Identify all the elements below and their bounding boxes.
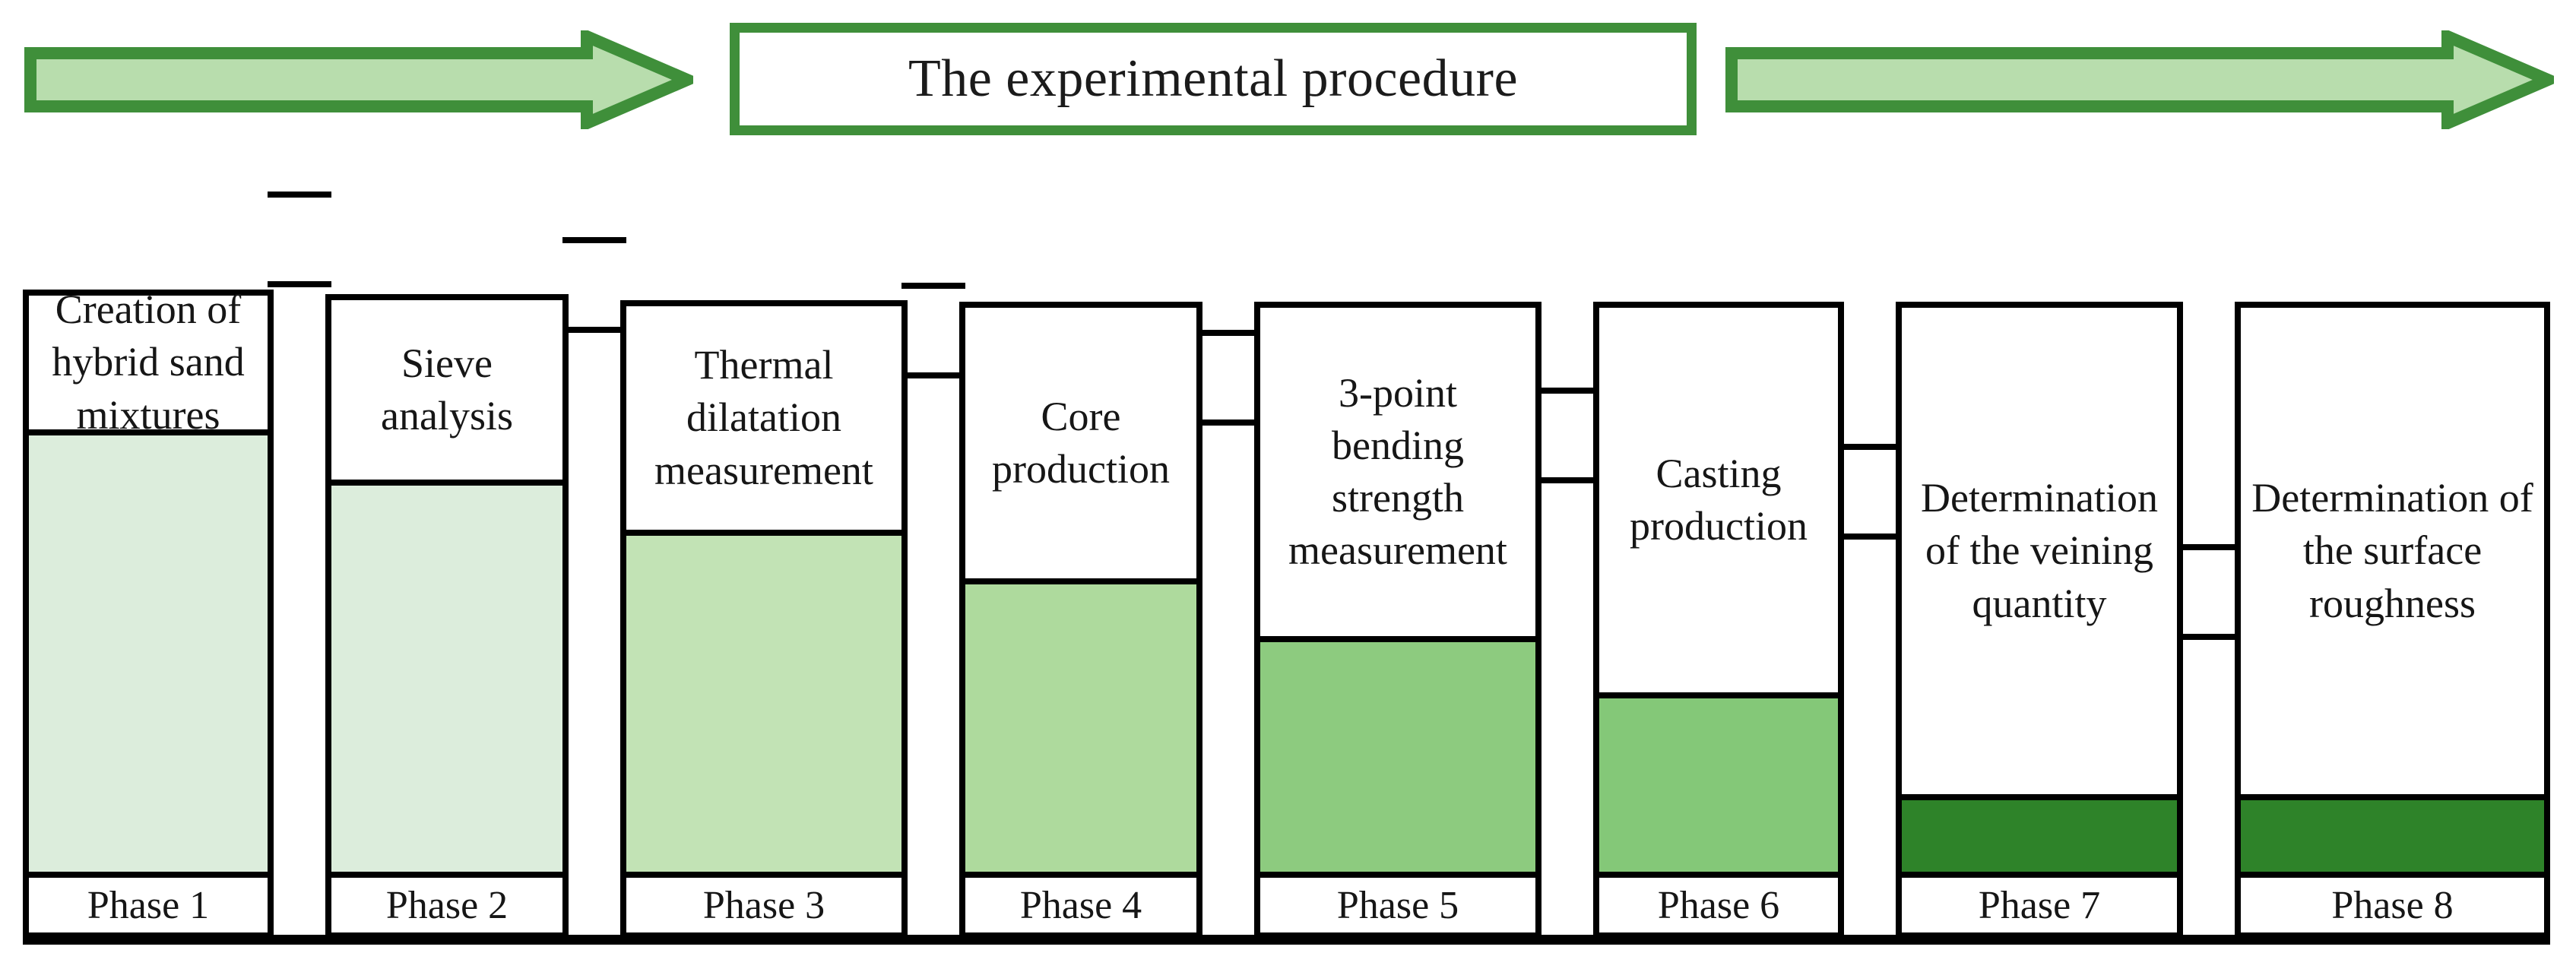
phase-label-text-8: Determination of the surface roughness <box>2251 475 2533 626</box>
connector-2-3-bracket <box>562 237 626 333</box>
phase-label-box-6: Casting production <box>1593 302 1844 698</box>
phase-number-text-7: Phase 7 <box>1978 883 2101 927</box>
phase-label-box-4: Core production <box>959 302 1202 584</box>
phase-number-box-3: Phase 3 <box>620 872 908 939</box>
process-flow-arrow-right-icon <box>1725 30 2554 129</box>
phase-bar-3 <box>620 536 908 872</box>
phase-label-text-4: Core production <box>992 393 1170 492</box>
connector-3-4-bracket <box>901 283 965 378</box>
connector-5-6-bracket <box>1535 388 1599 483</box>
phase-label-text-3: Thermal dilatation measurement <box>654 342 873 493</box>
arrow-left-shape <box>24 30 693 129</box>
arrow-right-shape <box>1725 30 2554 129</box>
phase-number-box-7: Phase 7 <box>1896 872 2183 939</box>
connector-3-4 <box>901 283 965 378</box>
phase-number-box-2: Phase 2 <box>325 872 569 939</box>
connector-1-2-bracket <box>268 192 331 287</box>
connector-4-5 <box>1196 330 1260 426</box>
connector-6-7-bracket <box>1838 444 1902 540</box>
connector-1-2 <box>268 192 331 287</box>
phase-label-text-7: Determination of the veining quantity <box>1921 475 2158 626</box>
phase-number-text-5: Phase 5 <box>1336 883 1459 927</box>
connector-6-7 <box>1838 444 1902 540</box>
phase-label-text-1: Creation of hybrid sand mixtures <box>52 287 245 438</box>
phase-number-text-8: Phase 8 <box>2331 883 2454 927</box>
phase-label-box-2: Sieve analysis <box>325 294 569 486</box>
phase-bar-4 <box>959 584 1202 872</box>
phase-label-box-3: Thermal dilatation measurement <box>620 300 908 536</box>
connector-4-5-bracket <box>1196 330 1260 426</box>
phase-number-box-8: Phase 8 <box>2235 872 2550 939</box>
phase-number-text-4: Phase 4 <box>1019 883 1142 927</box>
connector-7-8 <box>2177 544 2241 640</box>
diagram-baseline <box>23 935 2550 945</box>
phase-label-text-2: Sieve analysis <box>381 340 513 439</box>
phase-bar-8 <box>2235 800 2550 872</box>
phase-number-box-5: Phase 5 <box>1254 872 1541 939</box>
phase-number-box-1: Phase 1 <box>23 872 274 939</box>
phase-number-text-6: Phase 6 <box>1657 883 1780 927</box>
connector-7-8-bracket <box>2177 544 2241 640</box>
phase-number-text-3: Phase 3 <box>702 883 825 927</box>
process-flow-arrow-left-icon <box>24 30 693 129</box>
phase-label-box-1: Creation of hybrid sand mixtures <box>23 287 274 438</box>
page-title: The experimental procedure <box>908 49 1519 108</box>
connector-5-6 <box>1535 388 1599 483</box>
phase-label-text-5: 3-point bending strength measurement <box>1288 369 1507 574</box>
phase-bar-2 <box>325 486 569 872</box>
phase-number-box-4: Phase 4 <box>959 872 1202 939</box>
connector-2-3 <box>562 237 626 333</box>
phase-number-text-1: Phase 1 <box>87 883 210 927</box>
phase-bar-5 <box>1254 642 1541 872</box>
phase-bar-7 <box>1896 800 2183 872</box>
phase-bar-1 <box>23 435 274 872</box>
phase-bar-6 <box>1593 698 1844 872</box>
phase-number-text-2: Phase 2 <box>385 883 509 927</box>
phase-label-box-7: Determination of the veining quantity <box>1896 302 2183 800</box>
phase-label-box-5: 3-point bending strength measurement <box>1254 302 1541 642</box>
phase-label-text-6: Casting production <box>1630 450 1808 549</box>
phase-number-box-6: Phase 6 <box>1593 872 1844 939</box>
phase-label-box-8: Determination of the surface roughness <box>2235 302 2550 800</box>
diagram-title-box: The experimental procedure <box>730 23 1697 135</box>
